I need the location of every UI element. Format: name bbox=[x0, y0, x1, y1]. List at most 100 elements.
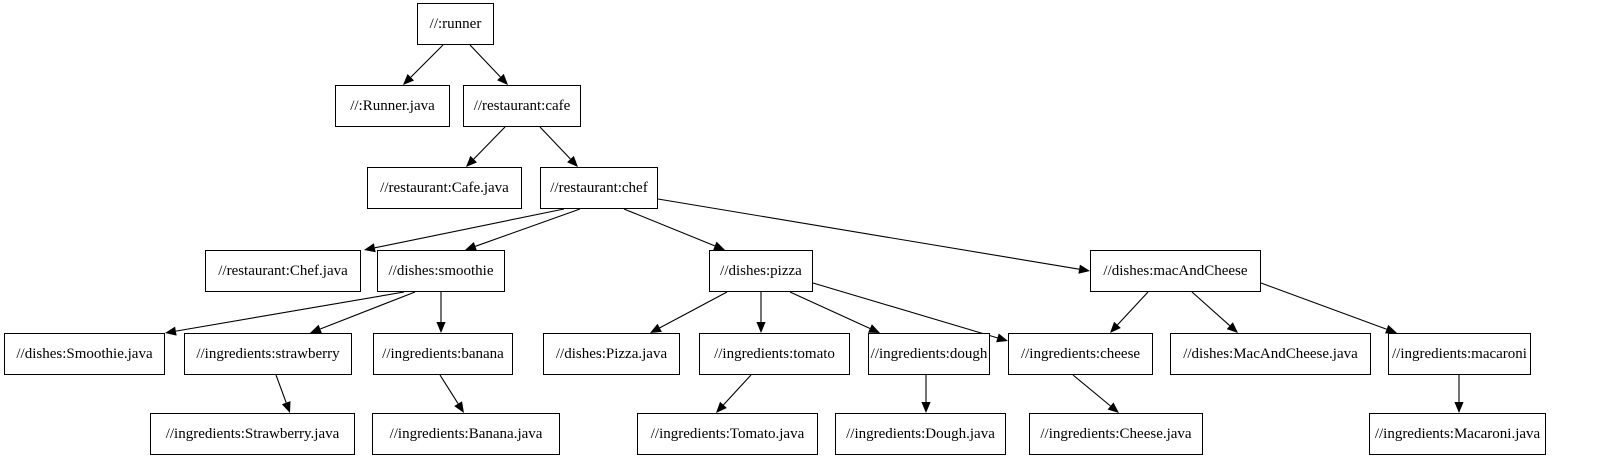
graph-node-label: //:runner bbox=[429, 15, 482, 32]
graph-node-dishes_smoothie[interactable]: //dishes:smoothie bbox=[377, 250, 505, 292]
graph-node-cheese_java[interactable]: //ingredients:Cheese.java bbox=[1029, 413, 1203, 455]
graph-node-dough_java[interactable]: //ingredients:Dough.java bbox=[835, 413, 1006, 455]
graph-node-label: //restaurant:cafe bbox=[473, 97, 571, 114]
graph-edge-ing_banana-to-banana_java bbox=[439, 374, 464, 413]
graph-node-label: //ingredients:strawberry bbox=[196, 345, 340, 362]
edge-arrowhead-icon bbox=[1385, 324, 1397, 334]
edge-line bbox=[439, 374, 459, 404]
edge-arrowhead-icon bbox=[497, 73, 508, 85]
graph-node-runner_java[interactable]: //:Runner.java bbox=[335, 85, 450, 127]
edge-arrowhead-icon bbox=[921, 402, 931, 413]
graph-node-label: //ingredients:dough bbox=[870, 345, 988, 362]
graph-edge-dishes_pizza-to-pizza_java bbox=[650, 291, 728, 333]
graph-node-label: //dishes:smoothie bbox=[388, 262, 494, 279]
graph-node-label: //ingredients:tomato bbox=[714, 345, 835, 362]
edge-arrowhead-icon bbox=[713, 241, 725, 251]
graph-node-label: //ingredients:Cheese.java bbox=[1040, 425, 1192, 442]
edge-line bbox=[623, 208, 716, 247]
graph-edge-ing_cheese-to-cheese_java bbox=[1072, 374, 1119, 413]
graph-node-macandcheese_java[interactable]: //dishes:MacAndCheese.java bbox=[1170, 333, 1371, 375]
graph-node-smoothie_java[interactable]: //dishes:Smoothie.java bbox=[4, 333, 165, 375]
edge-line bbox=[473, 126, 506, 160]
graph-node-label: //ingredients:macaroni bbox=[1392, 345, 1527, 362]
edge-line bbox=[374, 208, 565, 249]
edge-line bbox=[539, 126, 571, 160]
graph-node-label: //restaurant:chef bbox=[550, 179, 648, 196]
edge-arrowhead-icon bbox=[403, 73, 415, 85]
edge-arrowhead-icon bbox=[868, 324, 880, 333]
graph-edge-restaurant_cafe-to-restaurant_chef bbox=[539, 126, 578, 167]
edge-line bbox=[1072, 374, 1111, 407]
graph-edge-restaurant_cafe-to-cafe_java bbox=[466, 126, 506, 167]
graph-edge-dishes_pizza-to-ing_cheese bbox=[812, 282, 1008, 343]
graph-node-label: //ingredients:banana bbox=[382, 345, 504, 362]
edge-line bbox=[320, 291, 416, 330]
graph-edge-runner-to-restaurant_cafe bbox=[469, 44, 508, 85]
graph-node-pizza_java[interactable]: //dishes:Pizza.java bbox=[543, 333, 680, 375]
graph-edge-restaurant_chef-to-dishes_smoothie bbox=[465, 208, 581, 251]
graph-node-label: //dishes:macAndCheese bbox=[1103, 262, 1248, 279]
graph-node-strawberry_java[interactable]: //ingredients:Strawberry.java bbox=[150, 413, 355, 455]
edge-line bbox=[789, 291, 871, 329]
graph-edge-ing_strawberry-to-strawberry_java bbox=[275, 374, 291, 413]
graph-node-ing_cheese[interactable]: //ingredients:cheese bbox=[1008, 333, 1153, 375]
graph-edge-runner-to-runner_java bbox=[403, 44, 444, 85]
graph-node-label: //ingredients:Strawberry.java bbox=[165, 425, 340, 442]
graph-node-label: //ingredients:Banana.java bbox=[389, 425, 543, 442]
graph-node-chef_java[interactable]: //restaurant:Chef.java bbox=[205, 250, 361, 292]
edge-line bbox=[1117, 291, 1149, 326]
graph-node-label: //:Runner.java bbox=[350, 97, 435, 114]
graph-node-ing_dough[interactable]: //ingredients:dough bbox=[868, 333, 990, 375]
edge-arrowhead-icon bbox=[436, 322, 446, 333]
graph-node-ing_tomato[interactable]: //ingredients:tomato bbox=[699, 333, 850, 375]
graph-node-ing_macaroni[interactable]: //ingredients:macaroni bbox=[1388, 333, 1531, 375]
graph-edge-dishes_macandch-to-ing_macaroni bbox=[1260, 282, 1397, 334]
graph-node-cafe_java[interactable]: //restaurant:Cafe.java bbox=[367, 167, 522, 209]
graph-edge-dishes_pizza-to-ing_tomato bbox=[756, 292, 766, 333]
graph-node-label: //dishes:Smoothie.java bbox=[16, 345, 153, 362]
edge-line bbox=[659, 291, 728, 329]
edge-line bbox=[410, 44, 444, 78]
graph-edge-ing_tomato-to-tomato_java bbox=[716, 374, 752, 413]
graph-node-runner[interactable]: //:runner bbox=[417, 3, 494, 45]
graph-node-macaroni_java[interactable]: //ingredients:Macaroni.java bbox=[1369, 413, 1546, 455]
edge-arrowhead-icon bbox=[1110, 321, 1121, 333]
edge-line bbox=[657, 198, 1080, 270]
edge-arrowhead-icon bbox=[567, 155, 578, 167]
graph-node-ing_banana[interactable]: //ingredients:banana bbox=[373, 333, 513, 375]
graph-edge-ing_macaroni-to-macaroni_java bbox=[1454, 375, 1464, 413]
edge-arrowhead-icon bbox=[1107, 402, 1119, 413]
graph-node-restaurant_cafe[interactable]: //restaurant:cafe bbox=[463, 85, 581, 127]
graph-node-restaurant_chef[interactable]: //restaurant:chef bbox=[540, 167, 658, 209]
graph-node-dishes_macandch[interactable]: //dishes:macAndCheese bbox=[1090, 250, 1261, 292]
edge-arrowhead-icon bbox=[996, 333, 1008, 343]
edge-line bbox=[723, 374, 752, 406]
graph-edge-dishes_pizza-to-ing_dough bbox=[789, 291, 880, 333]
graph-node-label: //restaurant:Chef.java bbox=[218, 262, 348, 279]
graph-node-tomato_java[interactable]: //ingredients:Tomato.java bbox=[637, 413, 818, 455]
graph-edge-ing_dough-to-dough_java bbox=[921, 375, 931, 413]
edge-arrowhead-icon bbox=[454, 401, 464, 413]
graph-node-label: //ingredients:Tomato.java bbox=[650, 425, 805, 442]
edge-arrowhead-icon bbox=[465, 241, 477, 251]
graph-node-banana_java[interactable]: //ingredients:Banana.java bbox=[372, 413, 560, 455]
graph-edge-dishes_macandch-to-ing_cheese bbox=[1110, 291, 1149, 333]
graph-edge-restaurant_chef-to-chef_java bbox=[364, 208, 565, 253]
edge-arrowhead-icon bbox=[466, 155, 477, 167]
edge-arrowhead-icon bbox=[716, 401, 727, 413]
edge-arrowhead-icon bbox=[756, 322, 766, 333]
graph-node-label: //dishes:Pizza.java bbox=[555, 345, 668, 362]
graph-node-ing_strawberry[interactable]: //ingredients:strawberry bbox=[184, 333, 352, 375]
graph-edge-restaurant_chef-to-dishes_pizza bbox=[623, 208, 725, 251]
graph-node-label: //restaurant:Cafe.java bbox=[380, 179, 509, 196]
graph-node-label: //ingredients:cheese bbox=[1020, 345, 1141, 362]
edge-arrowhead-icon bbox=[364, 243, 376, 253]
edge-line bbox=[175, 291, 405, 332]
edge-line bbox=[1191, 291, 1231, 327]
graph-node-dishes_pizza[interactable]: //dishes:pizza bbox=[709, 250, 813, 292]
graph-edge-dishes_macandch-to-macandcheese_java bbox=[1191, 291, 1238, 333]
graph-node-label: //ingredients:Dough.java bbox=[846, 425, 995, 442]
edge-line bbox=[1260, 282, 1387, 330]
